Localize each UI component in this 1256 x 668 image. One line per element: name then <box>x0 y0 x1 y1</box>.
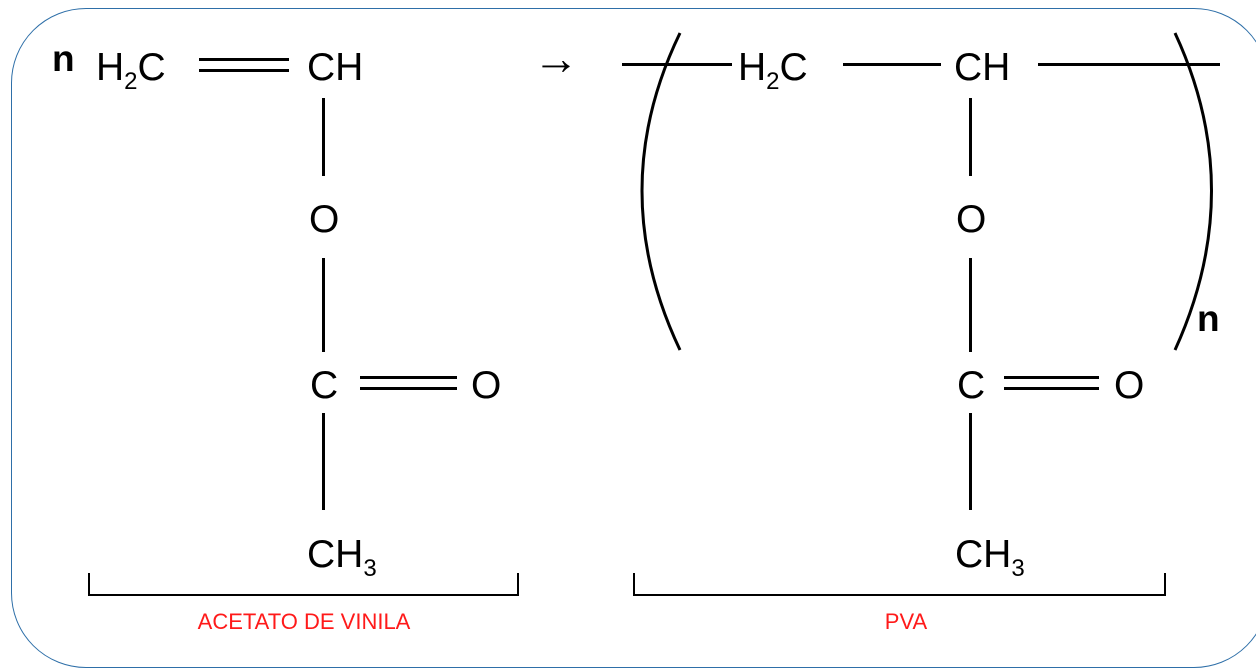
polymer-label: PVA <box>884 609 928 634</box>
monomer-carbonyl-bond-lower <box>360 387 457 390</box>
monomer-bond-o-c <box>322 258 325 352</box>
polymer-bracket-base <box>633 594 1166 596</box>
monomer-bracket-base <box>88 594 519 596</box>
polymer-carbonyl-bond-lower <box>1004 387 1099 390</box>
monomer-coefficient: n <box>52 38 75 79</box>
polymer-bond-o-c <box>969 258 972 352</box>
polymer-carbonyl-oxygen: O <box>1114 364 1145 407</box>
monomer-carbonyl-carbon: C <box>310 364 339 407</box>
monomer-label: ACETATO DE VINILA <box>197 609 411 634</box>
monomer-carbonyl-bond-upper <box>360 376 457 379</box>
reaction-arrow: → <box>533 32 579 84</box>
monomer-double-bond-lower <box>199 69 289 72</box>
polymer-h2c-group: H2C <box>738 46 808 95</box>
polymer-bond-c-ch3 <box>969 413 972 510</box>
polymer-bond-right-chain <box>1038 63 1220 66</box>
monomer-double-bond-upper <box>199 58 289 61</box>
monomer-bracket-left-tick <box>88 573 90 595</box>
monomer-bond-c-ch3 <box>322 413 325 510</box>
monomer-h2c-group: H2C <box>96 46 166 95</box>
polymer-bond-left-chain <box>622 63 732 66</box>
monomer-ch-group: CH <box>307 46 364 89</box>
polymer-right-parenthesis <box>1173 32 1213 351</box>
monomer-ch3-group: CH3 <box>307 533 377 582</box>
polymer-bond-ch-o <box>969 98 972 176</box>
polymer-bracket-right-tick <box>1164 573 1166 595</box>
polymer-carbonyl-carbon: C <box>957 364 986 407</box>
polymer-parentheses <box>640 32 1213 351</box>
monomer-bond-ch-o <box>322 98 325 176</box>
monomer-bracket-right-tick <box>517 573 519 595</box>
monomer-ester-oxygen: O <box>309 198 340 241</box>
polymer-bond-h2c-ch <box>843 63 941 66</box>
polymer-carbonyl-bond-upper <box>1004 376 1099 379</box>
polymer-ch3-group: CH3 <box>955 533 1025 582</box>
polymer-repeat-subscript: n <box>1197 298 1220 339</box>
polymer-ester-oxygen: O <box>956 198 987 241</box>
polymer-left-parenthesis <box>640 32 682 351</box>
polymer-ch-group: CH <box>954 46 1011 89</box>
monomer-carbonyl-oxygen: O <box>471 364 502 407</box>
polymer-bracket-left-tick <box>633 573 635 595</box>
